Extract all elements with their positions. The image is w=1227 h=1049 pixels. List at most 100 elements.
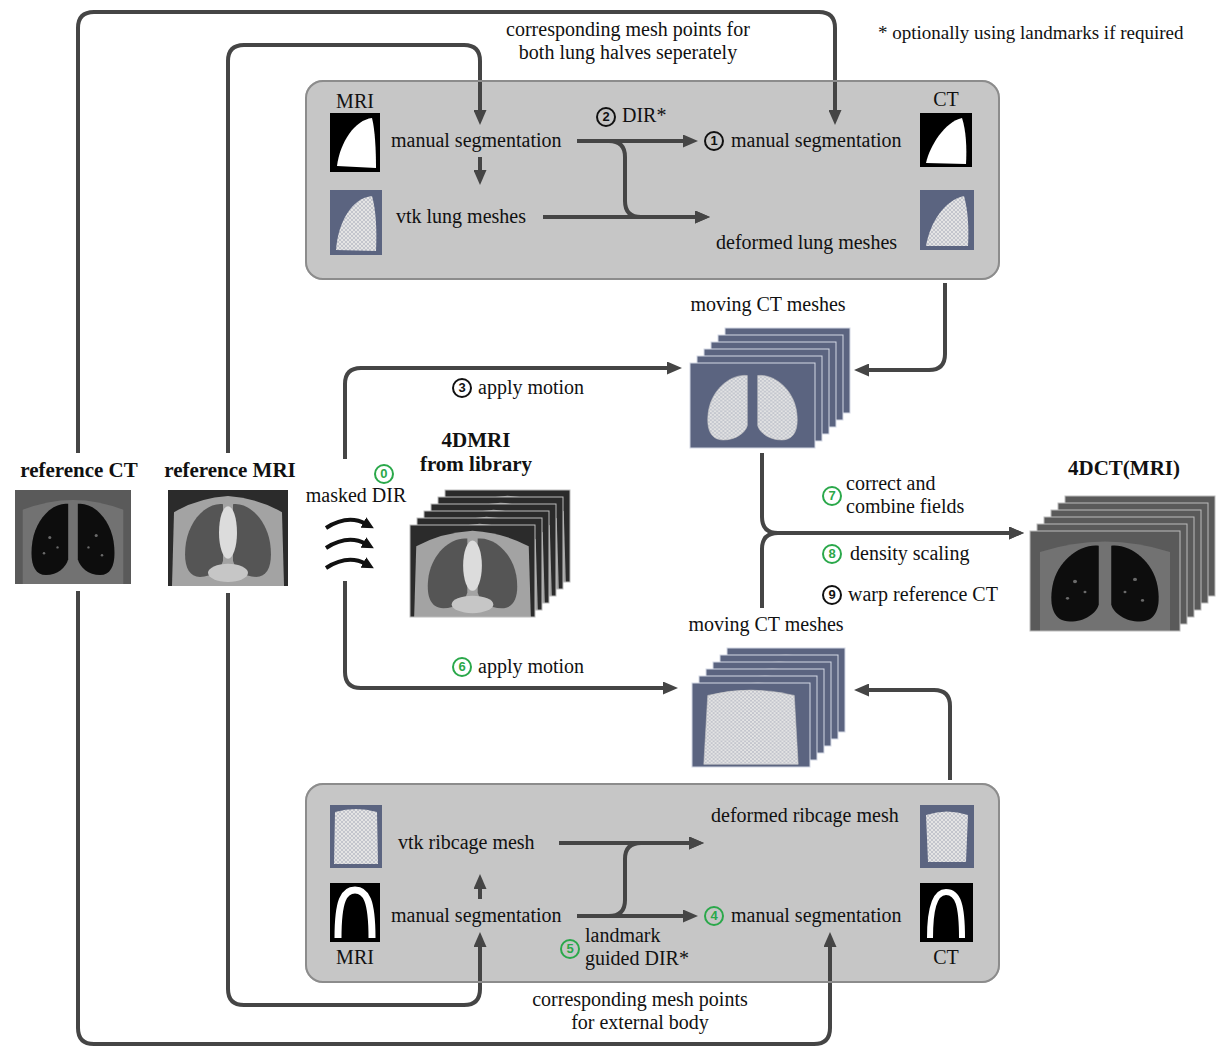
image-stack-4dct bbox=[1030, 496, 1215, 631]
image-stack-body-meshes bbox=[692, 683, 810, 767]
callout-number: 6 bbox=[452, 657, 472, 677]
deformed-ribcage-mesh-thumbnail bbox=[920, 805, 974, 868]
image-stack-lung-meshes bbox=[690, 363, 815, 448]
node-label: vtk lung meshes bbox=[396, 205, 526, 228]
ribcage-mask-ct bbox=[920, 883, 973, 942]
image-stack-4dct bbox=[1030, 531, 1180, 631]
process-box: manual segmentation bbox=[388, 902, 574, 930]
process-box: deformed ribcage mesh bbox=[706, 800, 978, 872]
edge-label: DIR* bbox=[622, 104, 666, 127]
process-box: 1 manual segmentation bbox=[700, 127, 918, 154]
process-panel-ground bbox=[305, 783, 1000, 983]
note-label: corresponding mesh points for external b… bbox=[524, 988, 756, 1034]
ribcage-mask-mri bbox=[338, 890, 372, 938]
process-box: deformed lung meshes bbox=[712, 187, 978, 258]
image-stack-body-meshes bbox=[692, 648, 845, 767]
callout-number: 4 bbox=[704, 906, 724, 926]
connector-arrow bbox=[345, 581, 667, 688]
node-label: vtk ribcage mesh bbox=[398, 831, 535, 854]
reference-ct-image bbox=[15, 490, 131, 584]
process-box: manual segmentation bbox=[388, 127, 574, 154]
callout-number: 9 bbox=[822, 585, 842, 605]
masked-dir-arrows bbox=[326, 520, 366, 568]
connector-arrow bbox=[865, 283, 945, 370]
connector-arrow bbox=[577, 141, 699, 217]
process-box: vtk ribcage mesh bbox=[326, 802, 556, 872]
masked-dir-arrows bbox=[326, 520, 366, 528]
node-label: 4DCT(MRI) bbox=[1068, 456, 1180, 480]
image-stack-lung-meshes bbox=[690, 328, 850, 448]
node-label: moving CT meshes bbox=[688, 613, 843, 636]
note-label: * optionally using landmarks if required bbox=[878, 22, 1184, 44]
lung-mask-ct bbox=[926, 118, 966, 164]
deformed-ribcage-mesh-thumbnail bbox=[926, 812, 968, 863]
callout-number: 1 bbox=[704, 131, 724, 151]
node-label: moving CT meshes bbox=[690, 293, 845, 316]
image-stack-4dmri bbox=[410, 525, 535, 617]
process-box: 4DCT(MRI) bbox=[1026, 454, 1222, 634]
connector-arrow bbox=[865, 690, 950, 780]
connector-arrow bbox=[478, 157, 482, 174]
node-label: reference MRI bbox=[164, 458, 296, 482]
lung-mesh-thumbnail bbox=[330, 190, 382, 255]
callout-number: 8 bbox=[822, 544, 842, 564]
ribcage-mask-mri bbox=[330, 883, 380, 942]
connector-arrow bbox=[762, 533, 1013, 608]
ribcage-mask-mri bbox=[330, 883, 380, 942]
reference-mri-image bbox=[168, 490, 288, 586]
callout-number: 2 bbox=[596, 107, 616, 127]
node-label: CT bbox=[933, 946, 959, 969]
image-stack-4dmri bbox=[410, 490, 570, 617]
node-label: deformed ribcage mesh bbox=[711, 804, 899, 827]
node-label: deformed lung meshes bbox=[716, 231, 897, 254]
callout-number: 7 bbox=[822, 486, 842, 506]
process-box: moving CT meshes bbox=[680, 611, 852, 772]
process-box: 4 manual segmentation bbox=[700, 902, 918, 930]
connector-arrow bbox=[228, 45, 480, 453]
reference-ct-image bbox=[15, 490, 131, 584]
connector-arrow bbox=[228, 593, 480, 1005]
process-panel-ground bbox=[305, 80, 1000, 280]
process-box: CT bbox=[916, 86, 978, 170]
connector-arrow bbox=[762, 453, 1013, 533]
process-box: moving CT meshes bbox=[684, 291, 852, 450]
callout-number: 3 bbox=[452, 378, 472, 398]
ribcage-mesh-thumbnail bbox=[334, 809, 378, 864]
note-label: correct and combine fields bbox=[846, 472, 981, 518]
image-stack-4dmri bbox=[410, 525, 535, 617]
lung-mask-mri bbox=[330, 113, 380, 172]
image-stack-body-meshes bbox=[692, 683, 810, 767]
lung-mask-ct bbox=[920, 113, 972, 167]
edge-label: apply motion bbox=[478, 376, 584, 399]
callout-number: 0 bbox=[374, 464, 394, 484]
node-label: CT bbox=[933, 88, 959, 111]
node-label: manual segmentation bbox=[731, 129, 902, 152]
node-label: masked DIR bbox=[306, 484, 407, 507]
masked-dir-arrows bbox=[326, 540, 366, 548]
lung-mask-mri bbox=[330, 113, 380, 172]
node-label: manual segmentation bbox=[391, 129, 562, 152]
node-label: MRI bbox=[336, 90, 374, 113]
ribcage-mask-ct bbox=[930, 892, 962, 938]
masked-dir-arrows bbox=[326, 560, 366, 568]
process-box: vtk lung meshes bbox=[326, 187, 540, 258]
process-box: MRI bbox=[326, 88, 384, 176]
lung-mesh-thumbnail bbox=[336, 196, 376, 251]
note-label: density scaling bbox=[850, 542, 969, 565]
ribcage-mask-ct bbox=[920, 883, 973, 942]
process-box: 0masked DIR bbox=[303, 462, 410, 578]
lung-mask-mri bbox=[337, 118, 376, 168]
edge-label: landmark guided DIR* bbox=[585, 924, 695, 970]
lung-mask-ct bbox=[920, 113, 972, 167]
lung-mesh-thumbnail bbox=[330, 190, 382, 255]
deformed-ribcage-mesh-thumbnail bbox=[920, 805, 974, 868]
image-stack-lung-meshes bbox=[690, 363, 815, 448]
process-box: reference MRI bbox=[158, 456, 302, 590]
node-label: manual segmentation bbox=[731, 904, 902, 927]
callout-number: 5 bbox=[560, 939, 580, 959]
connector-arrow bbox=[478, 885, 482, 899]
process-box: CT bbox=[916, 880, 978, 972]
